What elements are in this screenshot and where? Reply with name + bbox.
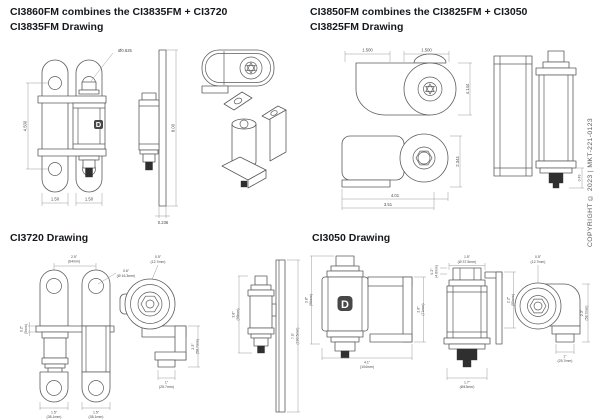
hex-nut-icon: [140, 295, 160, 313]
dim-label: 2.2": [507, 296, 511, 303]
ci3050-drawing: 3.8" (96mm) D 2.8" (71mm) 4.1" (104mm): [305, 255, 590, 389]
section-header-ci3720: CI3720 Drawing: [10, 231, 88, 246]
dim-label: 0.236: [158, 220, 169, 225]
drawing-title-ci3825: CI3825FM Drawing: [310, 21, 404, 33]
dim-label: 8.00: [171, 123, 176, 132]
ci3825-side-view: 0.49: [493, 50, 584, 189]
dim-label: (38.1mm): [89, 415, 104, 419]
dim-label: (Ø 37.5mm): [458, 260, 477, 264]
dim-label: 1.5": [464, 255, 471, 259]
dim-label: 3.8": [305, 296, 309, 303]
dim-label: 2.3": [191, 343, 195, 350]
ci3720-side-view: 0.5" (12.7mm) 2.3" (58.7mm) 1" (25.7mm): [119, 255, 200, 389]
dim-label: (55mm): [511, 294, 515, 306]
ci3835-dimensions: 4.500 Ø0.625 1.50 1.50: [23, 48, 133, 206]
dim-label: (Ø 16.3mm): [117, 274, 136, 278]
dim-label: (71mm): [421, 303, 425, 315]
dim-label: (12.7mm): [531, 260, 546, 264]
dim-label: 1.50: [85, 197, 94, 202]
dim-label: Ø0.625: [118, 48, 132, 53]
section-header-ci3835: CI3860FM combines the CI3835FM + CI3720 …: [10, 5, 227, 35]
dim-label: 4.01: [391, 193, 400, 198]
dim-label: (38.1mm): [47, 415, 62, 419]
ci3720-plate-view: 3.8" (96mm) 7.5" (190.5mm): [232, 259, 300, 413]
dd-logo-badge: [337, 296, 353, 311]
dim-label: (104mm): [360, 365, 374, 369]
dim-label: 2.5": [71, 255, 78, 259]
dim-label: 0.2": [20, 325, 24, 332]
ci3835-isometric-view: [221, 91, 287, 189]
dd-logo-badge: [94, 120, 103, 129]
dim-label: (190.5mm): [296, 328, 300, 345]
dim-label: (58.7mm): [585, 306, 589, 321]
dim-label: 0.5": [535, 255, 542, 259]
dim-label: 3.8": [232, 311, 236, 318]
dim-label: 2.8": [417, 306, 421, 313]
dim-label: 7.5": [291, 332, 295, 339]
combo-title-ci3860: CI3860FM combines the CI3835FM + CI3720: [10, 6, 228, 18]
dim-label: 0.49: [578, 175, 582, 182]
dd-logo-letter: D: [96, 120, 102, 129]
dd-logo-letter: D: [341, 299, 349, 311]
torx-screw-icon: [425, 83, 435, 92]
dim-label: (58.7mm): [196, 339, 200, 354]
dim-label: 1.500: [421, 48, 432, 53]
dim-label: 4.144: [465, 83, 470, 94]
dim-label: (Ø43mm): [460, 385, 475, 389]
dim-label: 1.50: [51, 197, 60, 202]
dim-label: 1.500: [362, 48, 373, 53]
ci3835fm-drawing: D 4.500 Ø0.625 1.50 1.50: [23, 48, 287, 225]
dim-label: 4.500: [23, 120, 28, 131]
dim-label: (25.7mm): [159, 385, 174, 389]
drawing-title-ci3720: CI3720 Drawing: [10, 232, 89, 244]
torx-screw-icon: [246, 62, 256, 71]
ci3825fm-drawing: 1.500 1.500 4.144 2.344 4.01: [341, 48, 584, 210]
dim-label: (25.7mm): [558, 359, 573, 363]
ci3050-side-view: 0.5" (12.7mm) 2.3" (58.7mm) 1" (25.7mm): [514, 255, 590, 363]
drawing-title-ci3050: CI3050 Drawing: [312, 232, 391, 244]
copyright-vertical-text: COPYRIGHT © 2023 | MKT-221-0123: [587, 117, 594, 247]
section-header-ci3825: CI3850FM combines the CI3825FM + CI3050 …: [310, 5, 527, 35]
ci3835-front-view: D: [37, 59, 107, 193]
ci3825-upper-top-view: 1.500 1.500 4.144: [344, 48, 472, 116]
dim-label: 2.344: [455, 156, 460, 167]
dim-label: 1": [563, 355, 567, 359]
ci3835-side-view: 8.00 0.236: [138, 49, 178, 225]
ci3050-cylinder-view: 1.5" (Ø 37.5mm) 0.2" (4.8mm) 2.2" (55mm): [430, 255, 516, 389]
dim-label: 3.51: [384, 202, 393, 207]
dim-label: (64mm): [68, 260, 80, 264]
hex-nut-icon: [415, 150, 433, 166]
dim-label: 0.6": [123, 269, 130, 273]
dim-label: 4.1": [364, 361, 371, 365]
ci3835-top-view: [201, 49, 275, 94]
dim-label: 0.5": [155, 255, 162, 259]
dim-label: 1.7": [464, 381, 471, 385]
ci3825-lower-top-view: 2.344 4.01 3.51: [341, 133, 462, 210]
drawing-title-ci3835: CI3835FM Drawing: [10, 21, 104, 33]
ci3720-front-view: 2.5" (64mm) 0.6" (Ø 16.3mm) 0.2" (5mm): [20, 255, 136, 419]
dim-label: (96mm): [236, 308, 240, 320]
dim-label: 1.5": [93, 411, 100, 415]
dim-label: 1.5": [51, 411, 58, 415]
hex-nut-icon: [529, 298, 547, 314]
section-header-ci3050: CI3050 Drawing: [312, 231, 390, 246]
dim-label: (12.7mm): [151, 260, 166, 264]
dim-label: (5mm): [24, 324, 28, 334]
combo-title-ci3850: CI3850FM combines the CI3825FM + CI3050: [310, 6, 528, 18]
dim-label: 0.2": [430, 268, 434, 275]
dim-label: (96mm): [309, 294, 313, 306]
ci3720-drawing: 2.5" (64mm) 0.6" (Ø 16.3mm) 0.2" (5mm): [20, 255, 300, 419]
dim-label: 1": [165, 381, 169, 385]
dim-label: 2.3": [580, 309, 584, 316]
ci3050-front-view: 3.8" (96mm) D 2.8" (71mm) 4.1" (104mm): [305, 255, 426, 369]
dim-label: (4.8mm): [435, 265, 439, 278]
